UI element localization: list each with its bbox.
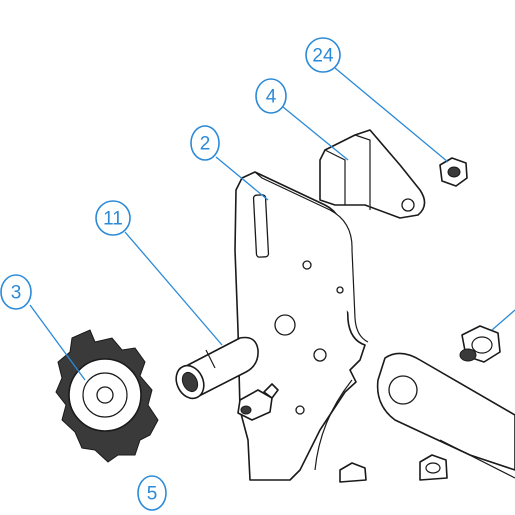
balloon-24: 24 <box>305 37 341 73</box>
hex-nut-24 <box>439 157 468 187</box>
svg-text:3: 3 <box>11 283 22 304</box>
svg-text:4: 4 <box>266 87 277 108</box>
sprocket-3 <box>55 329 159 463</box>
leader-4 <box>282 106 349 161</box>
balloon-2: 2 <box>190 125 220 161</box>
svg-text:24: 24 <box>312 46 334 67</box>
leader-3 <box>29 304 86 381</box>
svg-text:5: 5 <box>147 484 158 505</box>
leader-right <box>491 309 515 331</box>
svg-text:2: 2 <box>200 134 211 155</box>
balloon-3: 3 <box>0 274 32 310</box>
balloon-5: 5 <box>137 475 167 511</box>
spacer-tube-11 <box>175 336 259 400</box>
hex-nut-right <box>459 325 501 363</box>
svg-text:11: 11 <box>103 209 123 230</box>
main-plate-part <box>234 171 369 481</box>
stud-bolt <box>237 383 279 421</box>
angle-bracket-part <box>319 129 426 219</box>
balloon-4: 4 <box>255 78 287 114</box>
bottom-nuts <box>339 454 448 483</box>
leader-24 <box>334 67 449 163</box>
link-arm-part <box>376 352 515 479</box>
leader-11 <box>124 231 223 346</box>
leader-2 <box>215 156 269 201</box>
balloon-11: 11 <box>95 200 131 236</box>
